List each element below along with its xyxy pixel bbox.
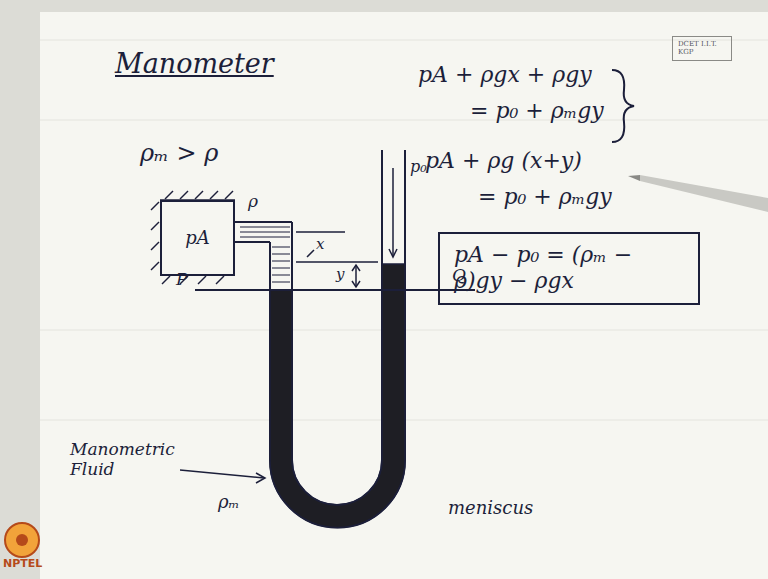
equation: pA + ρg (x+y): [425, 148, 582, 173]
point-label: P: [176, 270, 187, 290]
note: meniscus: [448, 498, 533, 519]
leader-line: [180, 470, 265, 483]
u-tube: [235, 150, 405, 528]
equation: = p₀ + ρₘgy: [478, 184, 612, 209]
tank-box: pA: [160, 200, 235, 276]
nptel-logo: [5, 523, 39, 557]
wall-hatching: [151, 191, 235, 284]
result-box: pA − p₀ = (ρₘ − ρ)gy − ρgx: [438, 232, 700, 305]
node-text: DCET I.I.T. KGP: [678, 40, 726, 57]
density-label: ρₘ: [218, 492, 240, 513]
pencil: [628, 175, 768, 212]
paper: [40, 12, 768, 579]
condition: ρₘ > ρ: [140, 140, 218, 168]
dimension-lines: [296, 232, 378, 287]
node-text: pA: [185, 227, 210, 249]
logo-text: NPTEL: [3, 558, 42, 571]
density-label: ρ: [248, 192, 258, 212]
node-text: pA − p₀ = (ρₘ − ρ)gy − ρgx: [454, 242, 684, 295]
pressure-arrow: [389, 168, 397, 257]
title: Manometer: [115, 48, 274, 79]
fluid-label: Manometric Fluid: [70, 440, 180, 479]
stamp-box: DCET I.I.T. KGP: [672, 36, 732, 61]
dimension-label: x: [316, 236, 324, 253]
dimension-label: y: [336, 266, 344, 283]
equation: pA + ρgx + ρgy: [418, 62, 592, 87]
pipe-fluid-hatch: [240, 227, 290, 282]
pressure-label: p₀: [410, 158, 427, 176]
brace: [612, 70, 634, 142]
equation: = p₀ + ρₘgy: [470, 98, 604, 123]
datum-line: [195, 289, 475, 291]
manometric-fluid: [270, 264, 405, 528]
